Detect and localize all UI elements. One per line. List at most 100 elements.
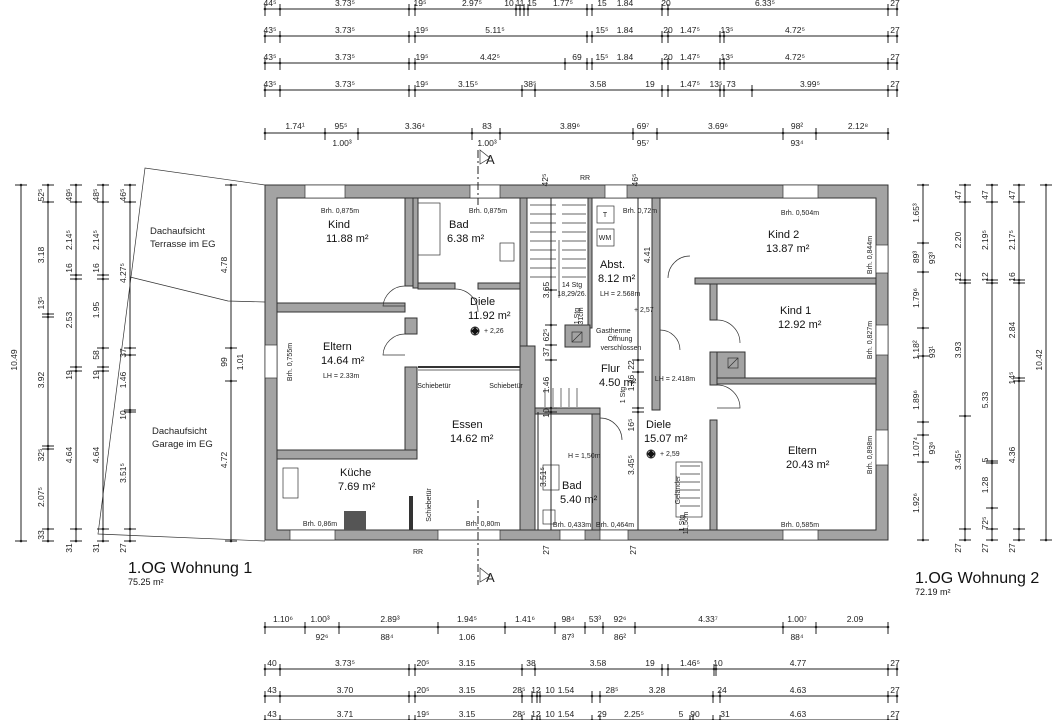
sill-height-label: Brh. 0,585m (781, 522, 819, 529)
dimension-dot (303, 625, 307, 629)
dimension-label: 93¹ (927, 346, 937, 358)
dimension-label: 19 (64, 370, 74, 380)
dimension-label: 4.64 (91, 446, 101, 463)
room-area: 4.50 m² (599, 377, 637, 389)
dimension-dot (553, 625, 557, 629)
annotation-label: Öffnung (608, 335, 633, 343)
dimension-dot (278, 7, 282, 11)
section-line (477, 149, 491, 585)
dimension-dot (413, 7, 417, 11)
dimension-dot (101, 277, 105, 281)
dimension-label: 16 (91, 263, 101, 273)
dimension-dot (660, 667, 664, 671)
dimension-label: 5.33 (980, 391, 990, 408)
dimension-label: 1.00³ (477, 138, 497, 148)
dimension-dot (407, 694, 411, 698)
dimension-label: 19⁵ (416, 25, 429, 35)
dimension-label: 3.15 (459, 709, 476, 719)
dimension-dot (520, 88, 524, 92)
dimension-dot (503, 625, 507, 629)
dimension-dot (549, 288, 553, 292)
dimension-dot (263, 34, 267, 38)
dimension-label: 3.15 (459, 685, 476, 695)
dimension-dot (263, 667, 267, 671)
dimension-label: 1.00⁷ (787, 614, 807, 624)
dimension-dot (407, 7, 411, 11)
dimension-dot (263, 61, 267, 65)
dimension-label: 1.00³ (332, 138, 352, 148)
dimension-label: 37 (118, 348, 128, 358)
dimension-label: 27 (953, 543, 963, 553)
dimension-dot (590, 61, 594, 65)
dimension-label: 4.63 (790, 709, 807, 719)
apartment-name: 1.OG Wohnung 2 (915, 570, 1040, 587)
dimension-label: 19⁵ (417, 709, 430, 719)
dimension-label: 87³ (562, 632, 574, 642)
dimension-label: 43⁵ (264, 79, 277, 89)
annotation-label: 18,29/26. (557, 291, 586, 298)
dimension-dot (895, 667, 899, 671)
annotation-label: T (603, 212, 608, 219)
dimension-dot (990, 278, 994, 282)
room-area: 11.88 m² (326, 233, 369, 245)
dimension-dot (533, 667, 537, 671)
dimension-label: 12 (980, 272, 990, 282)
dimension-dot (278, 667, 282, 671)
dimension-label: 20⁵ (417, 658, 430, 668)
annotation-label: H = 1,50m (568, 453, 601, 460)
annotation-label: LH = 2.418m (655, 376, 695, 383)
dimension-dot (1017, 376, 1021, 380)
dimension-label: 32⁵ (36, 449, 46, 462)
dimension-label: 4.72⁵ (785, 52, 805, 62)
dimension-dot (413, 61, 417, 65)
dimension-label: 3.51⁵ (118, 463, 128, 483)
dimension-label: 95⁵ (335, 121, 348, 131)
dimension-dot (921, 354, 925, 358)
dimension-label: 1.79⁶ (911, 288, 921, 308)
dimension-dot (101, 527, 105, 531)
dimension-dot (263, 88, 267, 92)
dimension-dot (886, 625, 890, 629)
dimension-dot (1044, 183, 1048, 187)
dimension-dot (921, 241, 925, 245)
dimension-dot (74, 277, 78, 281)
dimension-dot (1017, 281, 1021, 285)
dimension-label: 2.89³ (380, 614, 400, 624)
dimension-dot (895, 7, 899, 11)
dimension-label: 46⁵ (630, 174, 640, 187)
annotation-label: 1 Stg (574, 308, 581, 324)
room-area: 20.43 m² (786, 459, 830, 471)
dimension-label: 43⁵ (264, 52, 277, 62)
dimension-dot (407, 34, 411, 38)
dimension-label: 27 (890, 0, 900, 8)
dimension-label: 19 (91, 370, 101, 380)
dimension-label: 2.09 (847, 614, 864, 624)
door-swings (382, 255, 741, 441)
dimension-dot (413, 667, 417, 671)
dimension-label: 2.14⁵ (64, 230, 74, 250)
dimension-label: 3.71 (337, 709, 354, 719)
dimension-dot (886, 694, 890, 698)
dimension-label: 13⁵ (710, 79, 723, 89)
dimension-dot (74, 273, 78, 277)
dimension-dot (1017, 183, 1021, 187)
dimension-dot (46, 444, 50, 448)
annotation-label: RR (580, 175, 590, 182)
dimension-label: 19⁵ (414, 0, 427, 8)
dimension-label: 3.58 (590, 79, 607, 89)
dimension-label: 44⁵ (264, 0, 277, 8)
annotation-label: Schiebetür (426, 488, 433, 522)
dimension-label: 13⁵ (36, 297, 46, 310)
dimension-label: 15⁵ (596, 25, 609, 35)
dimension-dot (585, 7, 589, 11)
roof-outline (97, 167, 266, 542)
dimension-label: 27 (628, 545, 638, 555)
dimension-label: 13⁵ (721, 25, 734, 35)
dimension-dot (101, 346, 105, 350)
dimension-label: 19⁵ (416, 79, 429, 89)
dimension-dot (718, 34, 722, 38)
dimension-label: 48⁵ (91, 189, 101, 202)
dimension-label: 93⁴ (790, 138, 803, 148)
